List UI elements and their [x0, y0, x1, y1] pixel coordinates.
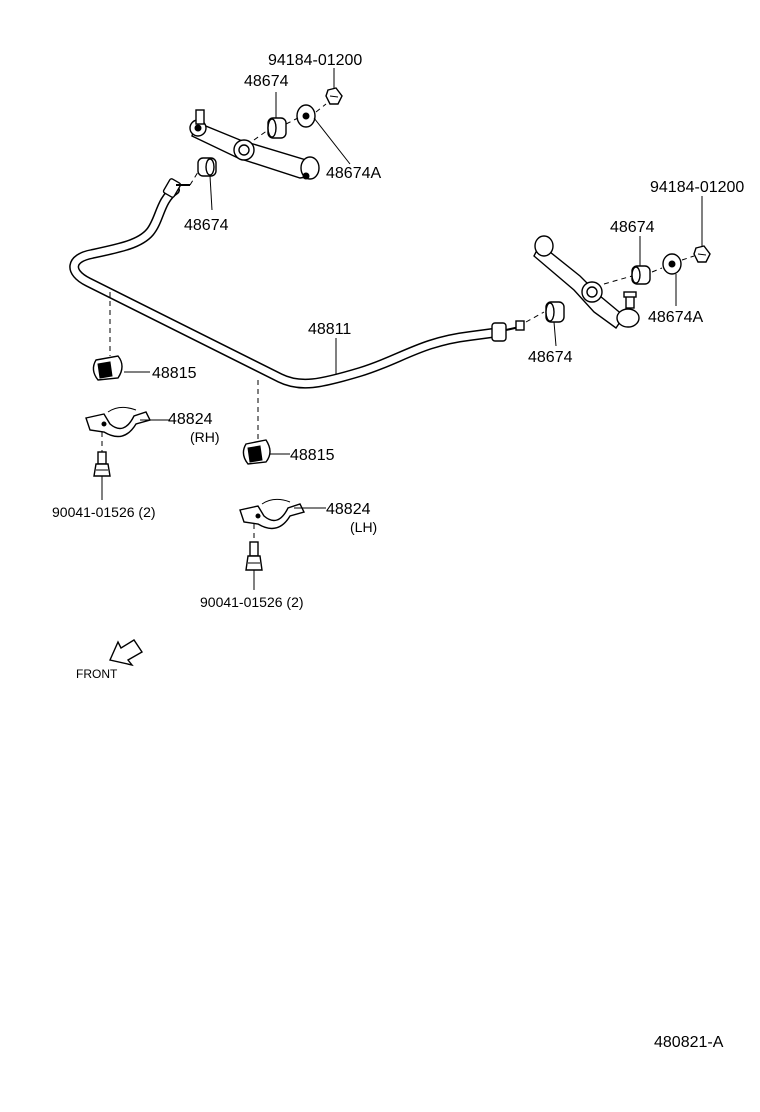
stabilizer-bar [69, 178, 525, 389]
label-bushing-right-bottom: 48674 [528, 349, 573, 366]
bracket-lh [239, 498, 306, 530]
right-bushing-top [631, 265, 651, 285]
right-bushing-bottom [545, 301, 565, 323]
diagram-code: 480821-A [654, 1034, 724, 1051]
label-bushing-upper-top: 48674 [244, 73, 289, 90]
front-arrow-icon [109, 639, 143, 667]
bolt-rh [93, 451, 111, 477]
label-bushing-upper-bottom: 48674 [184, 217, 229, 234]
label-bracket-rh: 48824 [168, 411, 213, 428]
center-bushing [242, 439, 271, 465]
label-bushing-left: 48815 [152, 365, 197, 382]
label-bracket-rh-side: (RH) [190, 429, 220, 445]
label-retainer-upper: 48674A [326, 165, 381, 182]
upper-bushing-top [267, 117, 287, 139]
label-stabilizer-bar: 48811 [308, 321, 351, 338]
upper-stabilizer-link [189, 109, 320, 180]
bolt-lh [245, 541, 263, 571]
right-retainer [662, 253, 682, 275]
label-nut-right: 94184-01200 [650, 179, 744, 196]
upper-bushing-bottom [197, 157, 217, 177]
label-bolt-rh: 90041-01526 (2) [52, 504, 156, 520]
label-bushing-center: 48815 [290, 447, 335, 464]
label-bracket-lh-side: (LH) [350, 519, 377, 535]
label-retainer-right: 48674A [648, 309, 703, 326]
bracket-rh [85, 406, 152, 438]
label-bolt-lh: 90041-01526 (2) [200, 594, 304, 610]
upper-nut [325, 87, 343, 105]
right-stabilizer-link [533, 235, 640, 329]
right-nut [693, 245, 711, 263]
label-bushing-right-top: 48674 [610, 219, 655, 236]
leader-lines [101, 68, 703, 590]
label-nut-upper: 94184-01200 [268, 52, 362, 69]
left-bushing [92, 355, 123, 381]
label-front: FRONT [76, 667, 118, 681]
upper-retainer [296, 104, 316, 128]
label-bracket-lh: 48824 [326, 501, 371, 518]
